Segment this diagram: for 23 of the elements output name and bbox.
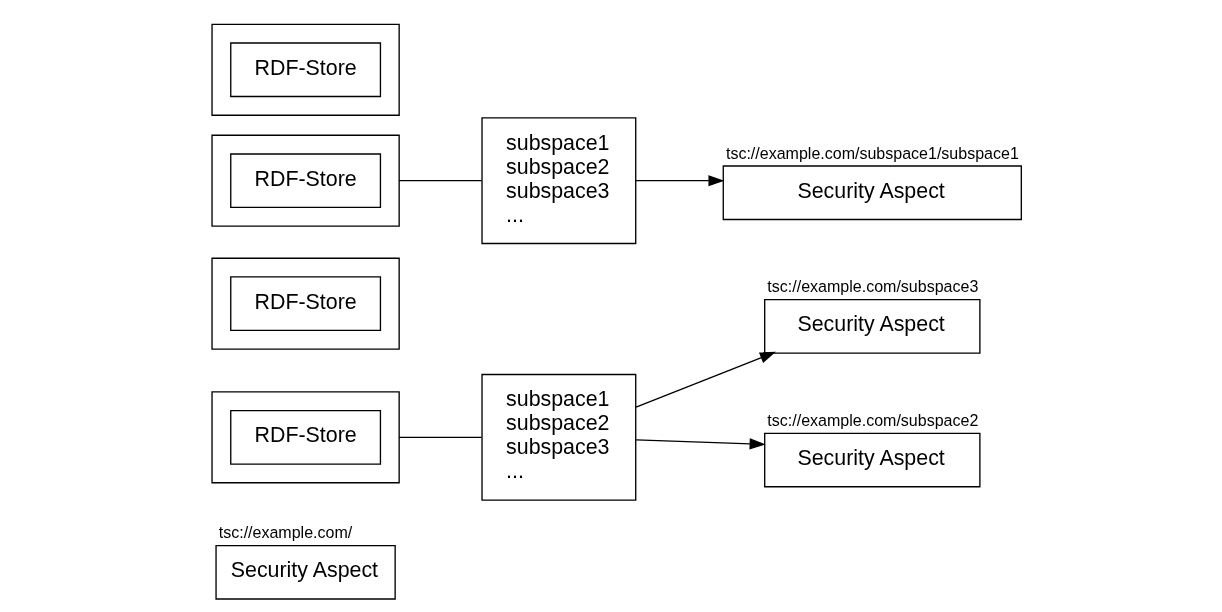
node-label: tsc://example.com/subspace2 <box>767 411 979 430</box>
node-box: subspace1 subspace2 subspace3 ... <box>481 117 637 245</box>
arrow <box>635 175 725 187</box>
node-box: Security Aspect <box>764 298 981 354</box>
node-box: RDF-Store <box>230 153 382 209</box>
node-label: tsc://example.com/subspace3 <box>767 277 979 296</box>
arrow <box>635 438 766 450</box>
node-box: Security Aspect <box>722 165 1022 221</box>
cluster <box>211 23 400 116</box>
connector <box>398 436 483 438</box>
node-box: Security Aspect <box>764 432 981 488</box>
node-label: tsc://example.com/subspace1/subspace1 <box>725 143 1019 162</box>
node-box: Security Aspect <box>215 544 396 600</box>
connector <box>398 180 483 182</box>
arrow <box>635 351 776 408</box>
node-box: RDF-Store <box>230 276 382 332</box>
cluster <box>211 134 400 227</box>
cluster <box>211 391 400 484</box>
node-box: RDF-Store <box>230 409 382 465</box>
cluster <box>211 257 400 350</box>
node-box: subspace1 subspace2 subspace3 ... <box>481 373 637 501</box>
node-box: RDF-Store <box>230 42 382 98</box>
node-label: tsc://example.com/ <box>218 523 353 542</box>
